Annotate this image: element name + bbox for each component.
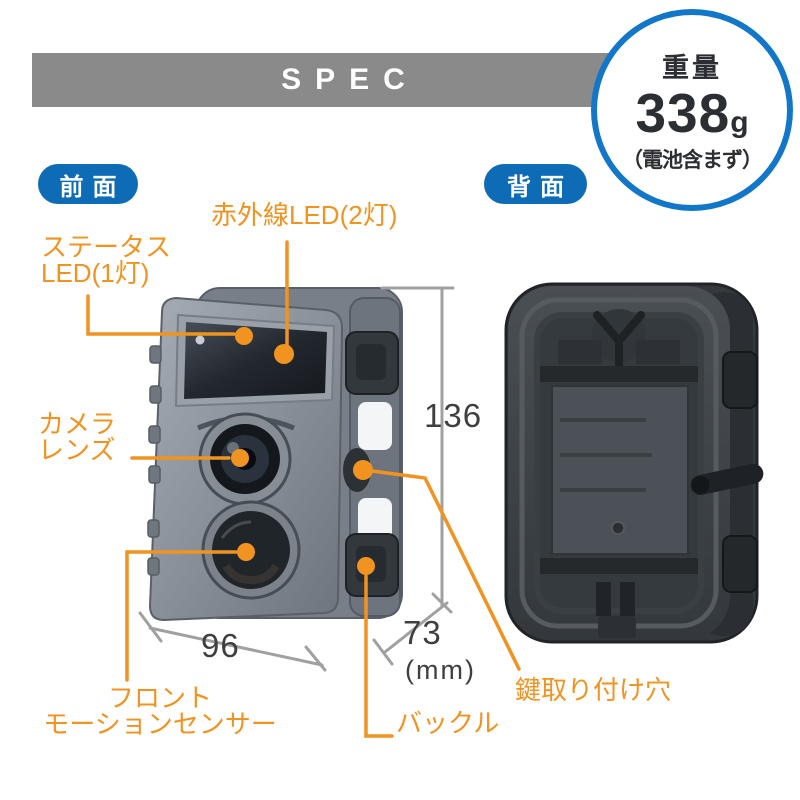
status-led-marker-dot <box>235 327 253 345</box>
camera-lens-label: カメラ レンズ <box>38 411 116 463</box>
buckle-marker-dot <box>357 557 375 575</box>
hinge-bumps <box>147 345 162 576</box>
ir-window <box>184 322 327 399</box>
depth-dimension-value: 73 <box>403 614 442 651</box>
status-led-label-line2: LED(1灯) <box>41 258 150 288</box>
weight-value: 338 <box>635 82 731 144</box>
status-led-label: ステータス LED(1灯) <box>41 234 171 286</box>
weight-unit: g <box>730 106 749 139</box>
back-view-pill: 背面 <box>484 164 587 204</box>
weight-badge: 重量 338g （電池含まず） <box>591 9 793 211</box>
lock-hole-pointer-line <box>370 469 521 671</box>
back-lever <box>690 463 764 495</box>
annotation-lines <box>86 240 521 738</box>
ir-led-marker-dot <box>274 344 294 364</box>
buckle-label: バックル <box>396 708 500 738</box>
lock-hole-marker-dot <box>353 460 373 480</box>
spec-header-bar: SPEC <box>32 53 622 107</box>
front-motion-label: フロント モーションセンサー <box>35 685 285 737</box>
status-led <box>195 335 205 345</box>
camera-lens-marker-dot <box>231 449 249 467</box>
buckle-pointer-line <box>364 574 394 738</box>
width-dimension-value: 96 <box>201 627 240 664</box>
annotation-dots <box>231 327 375 575</box>
height-dimension-value: 136 <box>424 397 483 434</box>
back-camera-illustration <box>504 282 764 644</box>
status-led-label-line1: ステータス <box>41 232 172 262</box>
back-latch-bottom <box>722 535 758 593</box>
status-led-pointer-line <box>86 294 236 336</box>
front-view-pill: 前面 <box>38 164 138 204</box>
spec-title: SPEC <box>281 63 419 96</box>
front-motion-pointer-line <box>125 550 238 682</box>
lock-hole-label: 鍵取り付け穴 <box>515 675 672 705</box>
camera-lens-label-line1: カメラ <box>38 409 117 439</box>
weight-note: （電池含まず） <box>622 149 763 172</box>
dimension-lines <box>138 286 455 672</box>
depth-dim-line <box>383 601 449 654</box>
camera-lens-label-line2: レンズ <box>38 435 116 465</box>
weight-value-row: 338g <box>635 86 748 141</box>
front-motion-label-line2: モーションセンサー <box>43 709 277 739</box>
front-motion-label-line1: フロント <box>107 683 212 713</box>
back-latch-top <box>722 351 758 409</box>
dimension-unit-label: (mm) <box>405 655 476 685</box>
ir-led-label: 赤外線LED(2灯) <box>211 200 398 230</box>
front-motion-marker-dot <box>237 543 255 561</box>
weight-label: 重量 <box>662 53 722 83</box>
width-dim-line <box>148 626 324 667</box>
